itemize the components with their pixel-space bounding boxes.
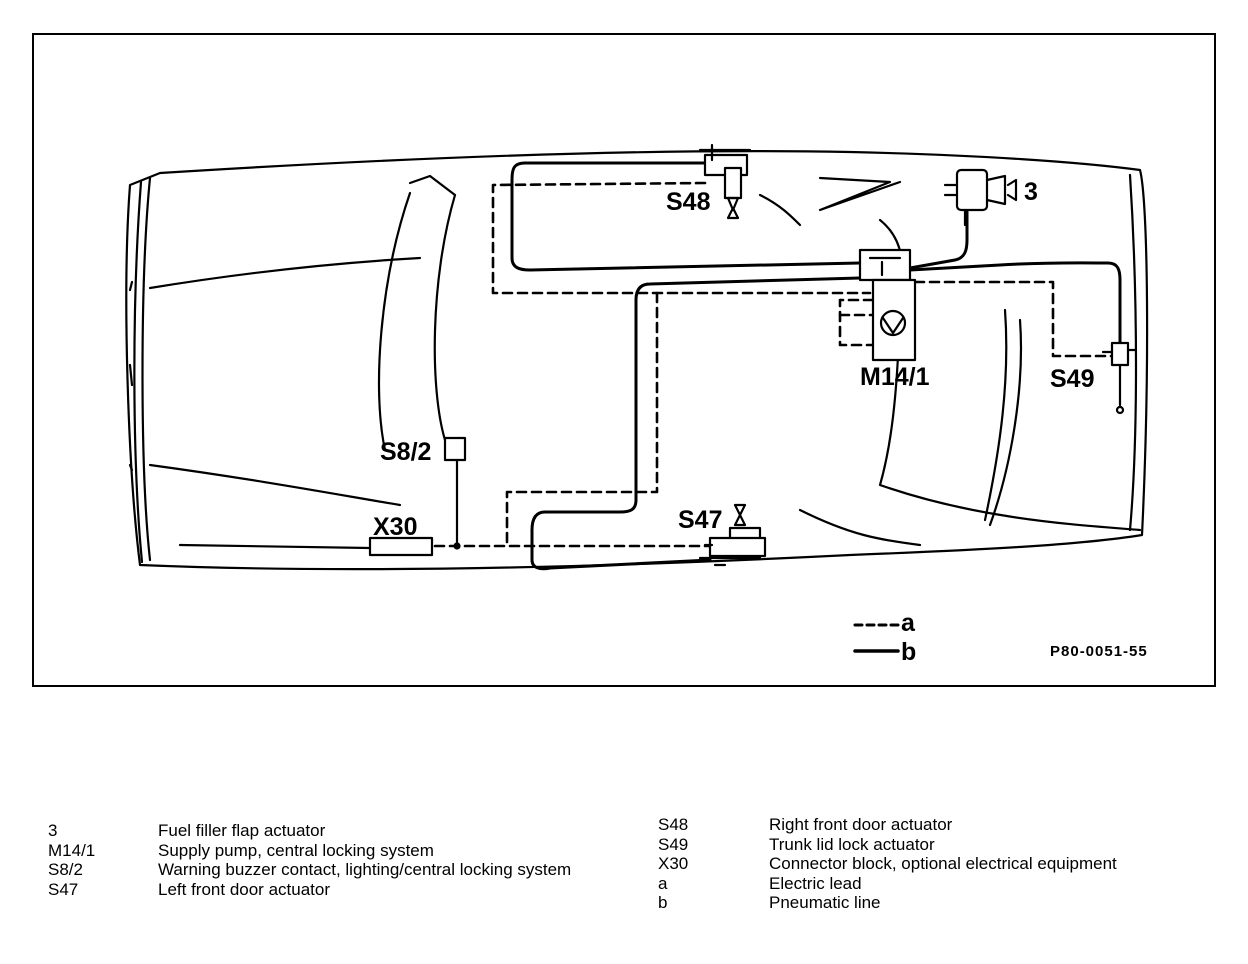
legend-key: M14/1 bbox=[48, 840, 96, 860]
label-s48: S48 bbox=[666, 188, 711, 216]
s48-actuator bbox=[698, 143, 752, 220]
s47-actuator bbox=[698, 503, 767, 567]
legend-row: a Electric lead bbox=[658, 874, 1117, 894]
x30-connector bbox=[368, 536, 434, 557]
legend-key: b bbox=[658, 893, 668, 912]
figure-code: P80-0051-55 bbox=[1050, 643, 1148, 660]
legend-row: S47 Left front door actuator bbox=[48, 880, 578, 900]
pneumatic-lines bbox=[510, 161, 1122, 571]
legend-desc: Right front door actuator bbox=[769, 815, 953, 834]
legend-row: S48 Right front door actuator bbox=[658, 815, 1117, 835]
label-key-b: b bbox=[901, 638, 916, 666]
legend-desc: Fuel filler flap actuator bbox=[158, 821, 326, 840]
m14-supply-pump bbox=[858, 248, 917, 362]
diagram-frame bbox=[32, 33, 1216, 687]
legend-row: S49 Trunk lid lock actuator bbox=[658, 835, 1117, 855]
label-s49: S49 bbox=[1050, 365, 1094, 393]
legend-row: M14/1 Supply pump, central locking system bbox=[48, 841, 578, 861]
legend-desc: Electric lead bbox=[769, 873, 862, 893]
s49-actuator bbox=[1101, 341, 1138, 415]
legend-left: 3 Fuel filler flap actuator M14/1 Supply p… bbox=[48, 821, 578, 899]
central-locking-diagram: S48 3 M14/1 S49 S8/2 X30 S47 a b P80-005… bbox=[125, 143, 1149, 666]
label-x30: X30 bbox=[373, 513, 417, 541]
legend-desc: Pneumatic line bbox=[769, 893, 881, 912]
line-key bbox=[853, 623, 900, 653]
legend-row: 3 Fuel filler flap actuator bbox=[48, 821, 578, 841]
label-key-a: a bbox=[901, 609, 916, 637]
s8-2-contact bbox=[443, 436, 467, 550]
legend-key: S48 bbox=[658, 815, 689, 834]
label-m14-1: M14/1 bbox=[860, 363, 930, 391]
legend-key: 3 bbox=[48, 821, 58, 840]
legend-desc: Connector block, optional electrical equ… bbox=[769, 854, 1117, 873]
electric-leads bbox=[433, 181, 1114, 548]
legend-row: b Pneumatic line bbox=[658, 893, 1117, 913]
legend-key: S47 bbox=[48, 879, 79, 899]
label-s47: S47 bbox=[678, 506, 722, 534]
legend-desc: Trunk lid lock actuator bbox=[769, 834, 935, 854]
legend-key: S8/2 bbox=[48, 860, 83, 879]
legend-desc: Supply pump, central locking system bbox=[158, 840, 434, 860]
legend-row: S8/2 Warning buzzer contact, lighting/cen… bbox=[48, 860, 578, 880]
legend-key: X30 bbox=[658, 854, 689, 873]
legend-desc: Left front door actuator bbox=[158, 879, 330, 899]
label-3: 3 bbox=[1024, 178, 1038, 206]
legend-key: S49 bbox=[658, 834, 689, 854]
fuel-flap-actuator bbox=[943, 168, 1018, 227]
legend-key: a bbox=[658, 873, 668, 893]
car-outline bbox=[125, 150, 1149, 571]
legend-row: X30 Connector block, optional electrical … bbox=[658, 854, 1117, 874]
legend-desc: Warning buzzer contact, lighting/central… bbox=[158, 860, 572, 879]
legend-right: S48 Right front door actuator S49 Trunk li… bbox=[658, 815, 1117, 913]
label-s8-2: S8/2 bbox=[380, 438, 431, 466]
